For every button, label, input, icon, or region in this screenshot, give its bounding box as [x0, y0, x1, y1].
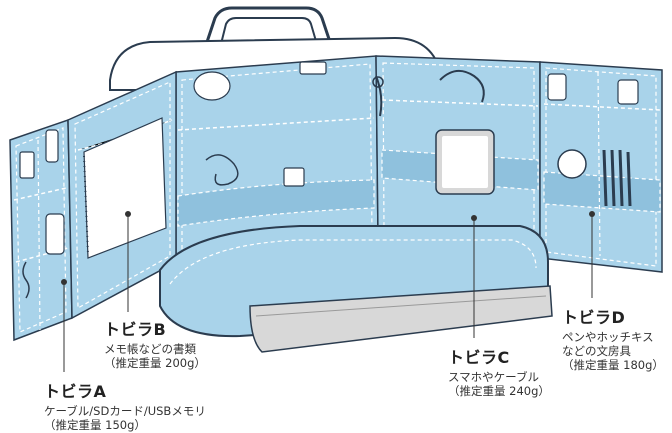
label-door-d-desc-1: ペンやホッチキス [562, 330, 654, 344]
notebook [83, 117, 167, 259]
label-door-b-title: トビラB [104, 320, 167, 339]
mouse [193, 71, 231, 101]
pens [602, 149, 632, 207]
label-door-a-title: トビラA [44, 382, 107, 401]
label-door-c-title: トビラC [448, 348, 510, 367]
label-door-a: トビラA ケーブル/SDカード/USBメモリ （推定重量 150g） [44, 378, 206, 432]
label-door-c: トビラC スマホやケーブル （推定重量 240g） [448, 344, 550, 398]
scissors [375, 75, 383, 117]
bag-handle [203, 6, 334, 49]
ac-adapter [283, 167, 305, 187]
battery-pack [45, 213, 65, 255]
label-door-d-weight: （推定重量 180g） [562, 358, 664, 372]
label-door-d-desc-2: などの文房具 [562, 344, 631, 358]
cable-coil [22, 261, 30, 299]
eraser [617, 79, 639, 105]
label-door-d: トビラD ペンやホッチキス などの文房具 （推定重量 180g） [562, 304, 664, 372]
label-door-b: トビラB メモ帳などの書類 （推定重量 200g） [104, 316, 206, 370]
label-door-a-weight: （推定重量 150g） [44, 418, 146, 432]
label-door-d-title: トビラD [562, 308, 626, 327]
laptop [249, 285, 553, 353]
drive [299, 61, 327, 75]
label-door-c-weight: （推定重量 240g） [448, 384, 550, 398]
usb-cable [439, 69, 485, 103]
charger-cable [205, 154, 239, 186]
usb-stick [45, 129, 59, 163]
sd-card [19, 151, 35, 179]
label-door-a-desc: ケーブル/SDカード/USBメモリ [44, 404, 206, 418]
label-door-c-desc: スマホやケーブル [448, 370, 539, 384]
door-d-panel [539, 61, 663, 273]
label-door-b-desc: メモ帳などの書類 [104, 342, 196, 356]
label-door-b-weight: （推定重量 200g） [104, 356, 206, 370]
clip [557, 149, 587, 179]
stapler [547, 73, 567, 101]
